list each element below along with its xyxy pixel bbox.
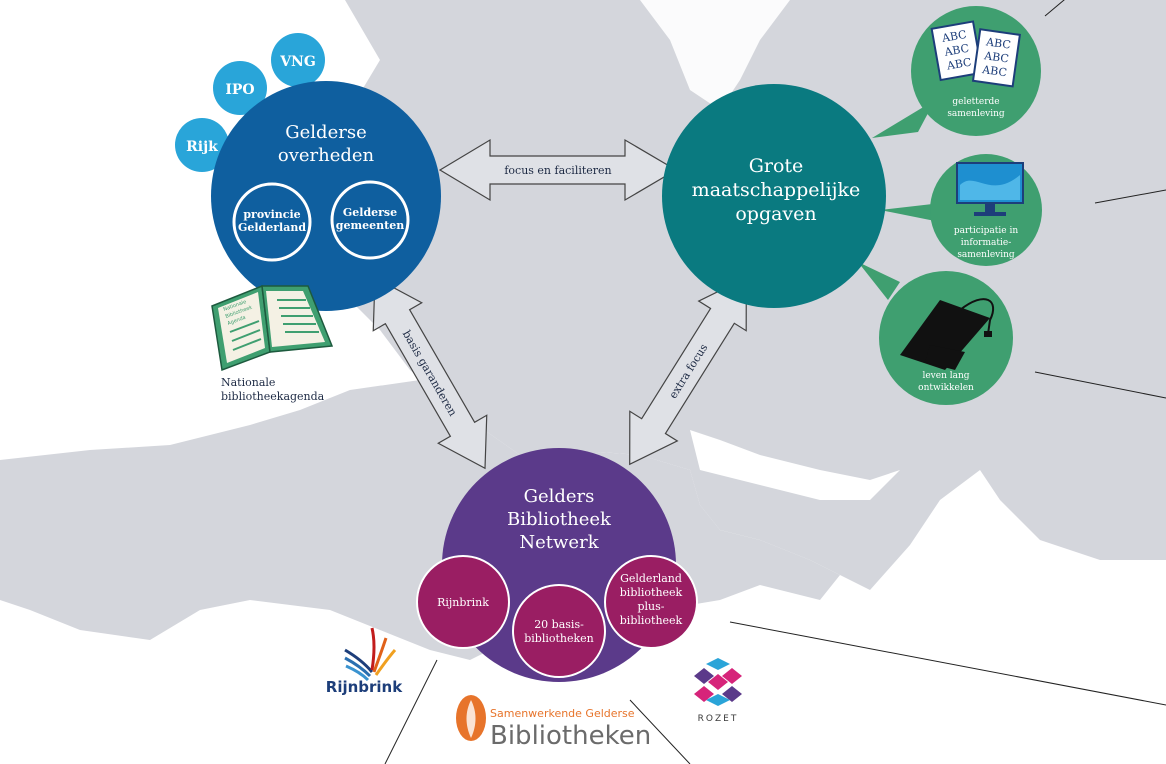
leader-line	[1094, 189, 1166, 204]
sgb-logo: Samenwerkende Gelderse Bibliotheken	[456, 695, 651, 751]
rijnbrink-logo-text: Rijnbrink	[326, 678, 403, 696]
rozet-logo: ROZET	[694, 658, 742, 724]
agenda-book-icon: Nationale Bibliotheek Agenda	[211, 284, 334, 372]
leader-line	[1034, 371, 1166, 399]
map-river-3	[690, 430, 900, 500]
theme-participatie: participatie in informatie- samenleving	[930, 154, 1042, 266]
plus-line1: Gelderland	[620, 572, 682, 585]
theme3-line1: leven lang	[922, 371, 969, 381]
netwerk-line1: Gelders	[524, 486, 595, 507]
rozet-flower-icon	[694, 658, 742, 706]
theme3-line2: ontwikkelen	[918, 383, 974, 393]
theme-geletterde-samenleving: ABC ABC ABC ABC ABC ABC geletterde samen…	[911, 6, 1041, 136]
agenda-caption-line1: Nationale	[221, 376, 275, 389]
overheden-title-line2: overheden	[278, 145, 375, 166]
basis-line1: 20 basis-	[534, 618, 584, 631]
circle-provincie-gelderland: provincie Gelderland	[232, 182, 312, 262]
basis-line2: bibliotheken	[524, 632, 594, 645]
opgaven-line2: maatschappelijke	[692, 179, 861, 201]
map-region-east	[980, 280, 1166, 560]
gemeenten-line2: gemeenten	[336, 219, 404, 232]
graduation-cap-icon	[900, 298, 995, 370]
provincie-line2: Gelderland	[238, 221, 306, 234]
circle-plusbibliotheek: Gelderland bibliotheek plus- bibliotheek	[604, 555, 698, 649]
plus-line2: bibliotheek	[620, 586, 683, 599]
agenda-caption-line2: bibliotheekagenda	[221, 390, 325, 403]
provincie-line1: provincie	[243, 208, 300, 221]
rijnbrink-logo: Rijnbrink	[326, 627, 403, 696]
circle-basisbibliotheken: 20 basis- bibliotheken	[512, 584, 606, 678]
circle-bibliotheek-netwerk: Gelders Bibliotheek Netwerk Rijnbrink 20…	[416, 448, 698, 682]
theme1-line1: geletterde	[952, 97, 999, 107]
netwerk-line2: Bibliotheek	[507, 509, 612, 530]
circle-gelderse-overheden: Gelderse overheden provincie Gelderland …	[211, 81, 441, 311]
theme2-line2: informatie-	[961, 238, 1012, 248]
theme2-line3: samenleving	[957, 250, 1015, 260]
rijnbrink-bird-icon	[344, 627, 397, 682]
leader-line	[1044, 0, 1065, 17]
circle-rijnbrink: Rijnbrink	[416, 555, 510, 649]
abc-books-icon: ABC ABC ABC ABC ABC ABC	[930, 20, 1022, 88]
abc-text: ABC	[984, 35, 1011, 51]
netwerk-line3: Netwerk	[519, 532, 599, 553]
abc-text: ABC	[945, 56, 973, 73]
leader-line	[629, 699, 691, 764]
circle-grote-opgaven: Grote maatschappelijke opgaven	[662, 84, 950, 308]
circle-rijk: Rijk	[175, 118, 229, 172]
vng-label: VNG	[279, 54, 316, 70]
theme-leven-lang: leven lang ontwikkelen	[879, 271, 1013, 405]
opgaven-line3: opgaven	[735, 203, 816, 225]
arrow-top-label: focus en faciliteren	[504, 164, 611, 177]
abc-text: ABC	[943, 42, 971, 59]
circle-vng: VNG	[271, 33, 325, 87]
sgb-logo-line1: Samenwerkende Gelderse	[490, 707, 635, 720]
rijk-label: Rijk	[186, 139, 218, 155]
rozet-logo-text: ROZET	[698, 714, 739, 724]
sgb-logo-line2: Bibliotheken	[490, 721, 651, 751]
map-river-2	[640, 0, 790, 110]
sgb-leaf-icon	[456, 695, 486, 741]
plus-line3: plus-	[637, 600, 664, 613]
abc-text: ABC	[980, 63, 1007, 79]
plus-line4: bibliotheek	[620, 614, 683, 627]
circle-ipo: IPO	[213, 61, 267, 115]
map-river	[0, 0, 345, 70]
leader-line	[729, 621, 1166, 706]
abc-text: ABC	[982, 49, 1009, 65]
theme2-line1: participatie in	[954, 226, 1019, 236]
opgaven-line1: Grote	[749, 155, 804, 177]
circle-gelderse-gemeenten: Gelderse gemeenten	[330, 180, 410, 260]
abc-text: ABC	[940, 28, 968, 45]
ipo-label: IPO	[225, 82, 254, 98]
gemeenten-line1: Gelderse	[343, 206, 397, 219]
leader-line	[384, 659, 438, 764]
theme1-line2: samenleving	[947, 109, 1005, 119]
monitor-icon	[956, 162, 1024, 216]
rijnbrink-label: Rijnbrink	[437, 596, 489, 609]
overheden-title-line1: Gelderse	[285, 122, 366, 143]
leader-lines	[384, 0, 1166, 764]
